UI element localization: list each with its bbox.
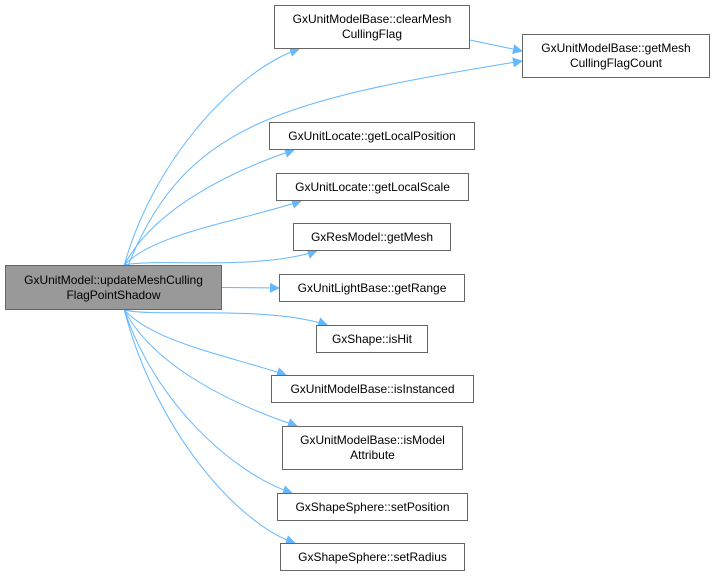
edge-root-to-isHit (124, 309, 329, 327)
edge-root-to-clearMesh (123, 47, 300, 266)
node-get-mesh-culling-flag-count[interactable]: GxUnitModelBase::getMesh CullingFlagCoun… (522, 34, 710, 78)
node-set-position[interactable]: GxShapeSphere::setPosition (277, 493, 468, 521)
node-is-model-attribute[interactable]: GxUnitModelBase::isModel Attribute (282, 426, 463, 470)
edge-root-to-getLocalScale (123, 199, 302, 266)
node-is-hit[interactable]: GxShape::isHit (316, 325, 428, 353)
node-set-radius[interactable]: GxShapeSphere::setRadius (280, 543, 465, 571)
edge-root-to-setPosition (123, 309, 293, 495)
node-get-mesh[interactable]: GxResModel::getMesh (293, 223, 451, 251)
node-get-local-scale[interactable]: GxUnitLocate::getLocalScale (276, 173, 469, 201)
node-is-instanced[interactable]: GxUnitModelBase::isInstanced (271, 375, 474, 403)
edge-root-to-setRadius (123, 309, 296, 545)
edge-root-to-getLocalPosition (123, 148, 295, 266)
edge-clearMesh-to-getCount (469, 39, 523, 55)
node-get-range[interactable]: GxUnitLightBase::getRange (279, 274, 465, 302)
node-get-local-position[interactable]: GxUnitLocate::getLocalPosition (269, 122, 475, 150)
root-function-node: GxUnitModel::updateMeshCulling FlagPoint… (5, 265, 222, 310)
edge-root-to-isModelAttribute (123, 309, 298, 428)
edge-root-to-getCount (127, 57, 523, 266)
edge-root-to-isInstanced (123, 309, 287, 377)
edge-root-to-getRange (221, 282, 280, 293)
node-clear-mesh-culling-flag[interactable]: GxUnitModelBase::clearMesh CullingFlag (274, 5, 470, 49)
edge-root-to-getMesh (124, 249, 318, 266)
